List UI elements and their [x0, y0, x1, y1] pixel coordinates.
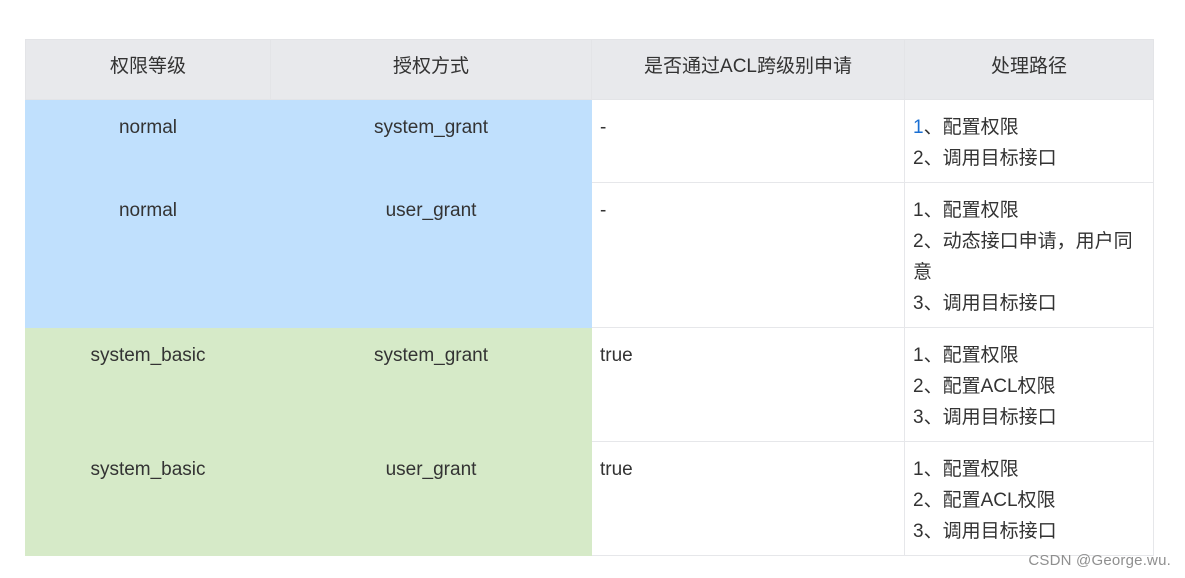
step-item: 2、动态接口申请，用户同意 [913, 231, 1133, 283]
table-row: normal user_grant - 1、配置权限 2、动态接口申请，用户同意… [25, 182, 1154, 328]
table-row: system_basic system_grant true 1、配置权限 2、… [25, 327, 1154, 442]
cell-processing-path: 1、配置权限 2、配置ACL权限 3、调用目标接口 [904, 441, 1154, 556]
step-item: 1、配置权限 [913, 112, 1139, 143]
header-acl-cross-level: 是否通过ACL跨级别申请 [591, 39, 905, 100]
cell-grant-method: user_grant [270, 441, 592, 556]
cell-processing-path: 1、配置权限 2、配置ACL权限 3、调用目标接口 [904, 327, 1154, 442]
cell-processing-path: 1、配置权限 2、调用目标接口 [904, 99, 1154, 183]
step-item: 1、配置权限 [913, 459, 1019, 480]
cell-permission-level: normal [25, 99, 271, 183]
permission-table: 权限等级 授权方式 是否通过ACL跨级别申请 处理路径 normal syste… [25, 39, 1154, 556]
step-item: 1、配置权限 [913, 200, 1019, 221]
table-row: normal system_grant - 1、配置权限 2、调用目标接口 [25, 99, 1154, 183]
cell-grant-method: system_grant [270, 99, 592, 183]
step-item: 2、配置ACL权限 [913, 376, 1056, 397]
cell-acl: - [591, 182, 905, 328]
step-item: 2、调用目标接口 [913, 148, 1057, 169]
cell-acl: - [591, 99, 905, 183]
step-text: 、配置权限 [923, 117, 1019, 138]
csdn-watermark: CSDN @George.wu. [1028, 552, 1171, 569]
cell-acl: true [591, 327, 905, 442]
step-item: 1、配置权限 [913, 345, 1019, 366]
cell-permission-level: normal [25, 182, 271, 328]
header-grant-method: 授权方式 [270, 39, 592, 100]
table-header-row: 权限等级 授权方式 是否通过ACL跨级别申请 处理路径 [25, 39, 1154, 100]
cell-acl: true [591, 441, 905, 556]
cell-grant-method: system_grant [270, 327, 592, 442]
permission-table-container: 权限等级 授权方式 是否通过ACL跨级别申请 处理路径 normal syste… [25, 39, 1154, 556]
step-item: 3、调用目标接口 [913, 293, 1057, 314]
step-item: 3、调用目标接口 [913, 407, 1057, 428]
step-item: 2、配置ACL权限 [913, 490, 1056, 511]
cell-permission-level: system_basic [25, 441, 271, 556]
header-processing-path: 处理路径 [904, 39, 1154, 100]
cell-permission-level: system_basic [25, 327, 271, 442]
cell-grant-method: user_grant [270, 182, 592, 328]
table-row: system_basic user_grant true 1、配置权限 2、配置… [25, 441, 1154, 556]
cell-processing-path: 1、配置权限 2、动态接口申请，用户同意 3、调用目标接口 [904, 182, 1154, 328]
header-permission-level: 权限等级 [25, 39, 271, 100]
step-item: 3、调用目标接口 [913, 521, 1057, 542]
step-number: 1 [913, 117, 924, 138]
